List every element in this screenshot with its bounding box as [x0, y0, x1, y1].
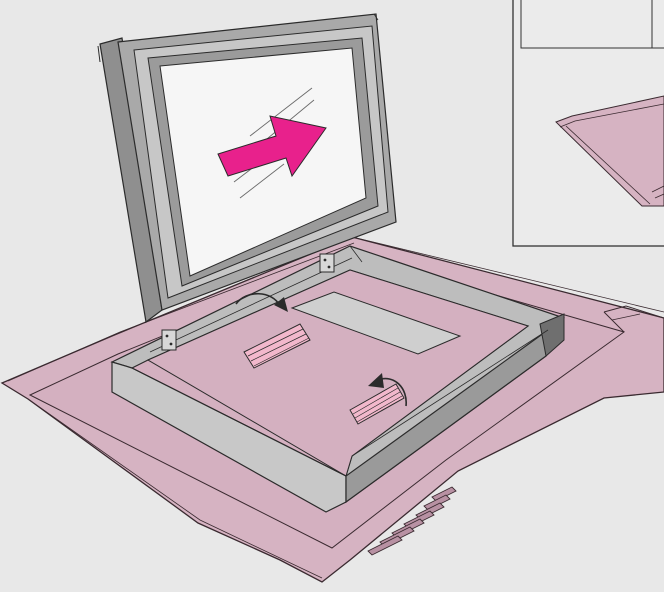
hinge-icon: [162, 330, 176, 350]
inset-detail-panel: [513, 0, 664, 246]
hinge-icon: [320, 254, 334, 272]
